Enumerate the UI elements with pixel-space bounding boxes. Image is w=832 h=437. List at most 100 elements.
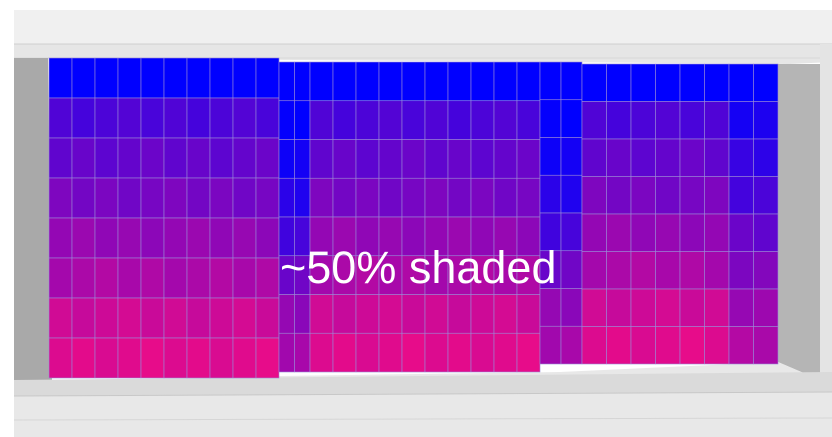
shade-cell bbox=[493, 332, 518, 373]
shade-cell bbox=[309, 100, 334, 140]
shade-cell bbox=[630, 101, 656, 140]
shade-cell bbox=[71, 217, 96, 259]
shade-cell bbox=[447, 100, 472, 140]
shade-cell bbox=[581, 101, 607, 140]
shade-cell bbox=[470, 332, 495, 373]
shade-cell bbox=[560, 174, 583, 214]
shade-cell bbox=[209, 257, 234, 299]
shade-cell bbox=[294, 139, 311, 179]
shade-cell bbox=[470, 61, 495, 102]
shade-cell bbox=[255, 297, 280, 339]
shade-cell bbox=[209, 297, 234, 339]
shade-cell bbox=[753, 251, 779, 290]
shade-cell bbox=[186, 177, 211, 219]
shade-cell bbox=[493, 61, 518, 102]
shade-cell bbox=[209, 97, 234, 139]
shade-cell bbox=[560, 137, 583, 176]
shade-cell bbox=[560, 325, 583, 365]
shade-cell bbox=[71, 337, 96, 379]
shade-cell bbox=[209, 177, 234, 219]
shade-cell bbox=[355, 294, 380, 334]
shade-cell bbox=[539, 99, 562, 138]
shade-cell bbox=[606, 176, 632, 215]
shade-cell bbox=[606, 138, 632, 177]
shade-cell bbox=[94, 297, 119, 339]
shade-cell bbox=[516, 139, 541, 179]
shade-cell bbox=[753, 288, 779, 327]
shade-cell bbox=[378, 332, 403, 373]
shade-cell bbox=[94, 217, 119, 259]
shade-cell bbox=[355, 100, 380, 140]
shade-cell bbox=[278, 100, 295, 140]
shade-cell bbox=[728, 101, 754, 140]
shade-cell bbox=[447, 139, 472, 179]
pier-2 bbox=[539, 61, 583, 365]
shade-cell bbox=[278, 177, 295, 218]
shade-cell bbox=[140, 137, 165, 179]
shade-cell bbox=[655, 326, 681, 365]
shade-cell bbox=[493, 100, 518, 140]
shade-cell bbox=[117, 97, 142, 139]
shade-cell bbox=[278, 332, 295, 373]
shade-cell bbox=[140, 177, 165, 219]
shade-cell bbox=[401, 294, 426, 334]
shade-cell bbox=[232, 137, 257, 179]
shade-cell bbox=[294, 294, 311, 334]
shade-cell bbox=[309, 177, 334, 218]
shade-cell bbox=[630, 138, 656, 177]
shade-cell bbox=[186, 97, 211, 139]
shade-cell bbox=[424, 177, 449, 218]
shade-cell bbox=[294, 332, 311, 373]
shade-cell bbox=[355, 177, 380, 218]
shade-cell bbox=[186, 57, 211, 99]
shade-cell bbox=[294, 177, 311, 218]
shade-cell bbox=[728, 213, 754, 252]
shade-cell bbox=[332, 332, 357, 373]
shade-cell bbox=[186, 297, 211, 339]
shade-cell bbox=[232, 97, 257, 139]
shade-cell bbox=[355, 61, 380, 102]
shade-cell bbox=[163, 297, 188, 339]
shade-cell bbox=[470, 139, 495, 179]
shade-cell bbox=[232, 257, 257, 299]
shade-cell bbox=[117, 177, 142, 219]
shade-cell bbox=[48, 137, 73, 179]
shade-cell bbox=[71, 97, 96, 139]
shade-cell bbox=[255, 257, 280, 299]
shade-cell bbox=[424, 100, 449, 140]
shade-cell bbox=[163, 57, 188, 99]
shade-cell bbox=[679, 63, 705, 102]
shade-cell bbox=[332, 100, 357, 140]
shade-cell bbox=[278, 139, 295, 179]
shade-cell bbox=[232, 337, 257, 379]
shade-cell bbox=[186, 257, 211, 299]
shade-cell bbox=[753, 213, 779, 252]
shade-cell bbox=[704, 326, 730, 365]
shade-cell bbox=[516, 332, 541, 373]
shade-cell bbox=[278, 61, 295, 102]
shade-cell bbox=[728, 288, 754, 327]
right-jamb bbox=[778, 64, 820, 380]
shade-cell bbox=[753, 176, 779, 215]
shade-cell bbox=[728, 138, 754, 177]
shade-cell bbox=[606, 326, 632, 365]
shade-cell bbox=[294, 100, 311, 140]
shade-cell bbox=[186, 337, 211, 379]
shade-cell bbox=[140, 257, 165, 299]
shade-cell bbox=[309, 61, 334, 102]
shade-cell bbox=[309, 139, 334, 179]
shade-cell bbox=[704, 213, 730, 252]
shade-cell bbox=[117, 337, 142, 379]
shade-cell bbox=[630, 213, 656, 252]
shade-cell bbox=[424, 332, 449, 373]
shade-cell bbox=[704, 138, 730, 177]
shade-cell bbox=[470, 177, 495, 218]
shade-cell bbox=[48, 217, 73, 259]
shade-cell bbox=[71, 177, 96, 219]
shade-cell bbox=[606, 288, 632, 327]
shade-cell bbox=[728, 326, 754, 365]
shade-cell bbox=[209, 337, 234, 379]
shade-cell bbox=[117, 297, 142, 339]
